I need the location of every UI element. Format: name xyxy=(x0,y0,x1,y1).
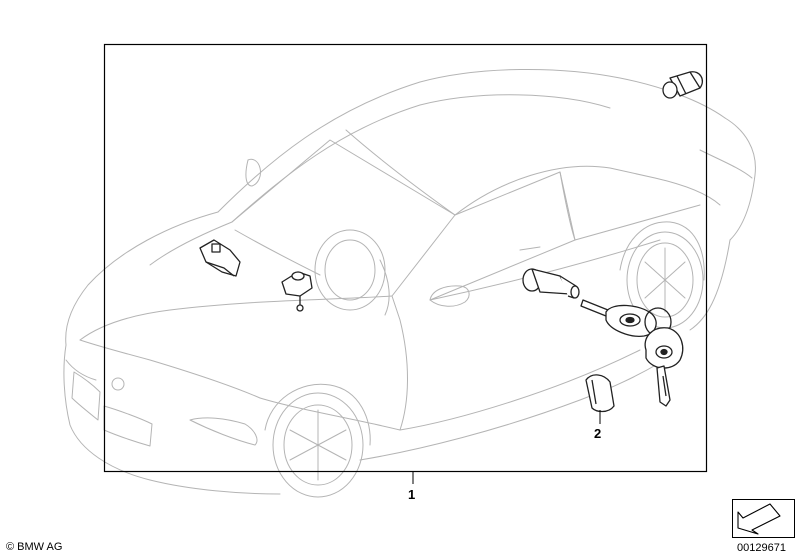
trunk-lock-cylinder xyxy=(662,71,704,99)
hood-lock-part xyxy=(199,239,241,277)
callout-label-1: 1 xyxy=(408,487,416,502)
diagram-number: 00129671 xyxy=(737,542,786,554)
callout-label-2: 2 xyxy=(594,426,602,441)
key-set xyxy=(580,299,684,407)
navigation-arrow-icon xyxy=(732,499,795,538)
ignition-lock-part xyxy=(281,271,313,312)
car-outline xyxy=(63,68,756,498)
assembly-frame xyxy=(103,43,708,473)
door-lock-cylinder xyxy=(522,268,580,299)
copyright-text: © BMW AG xyxy=(6,541,63,553)
key-cover-part xyxy=(585,374,615,413)
